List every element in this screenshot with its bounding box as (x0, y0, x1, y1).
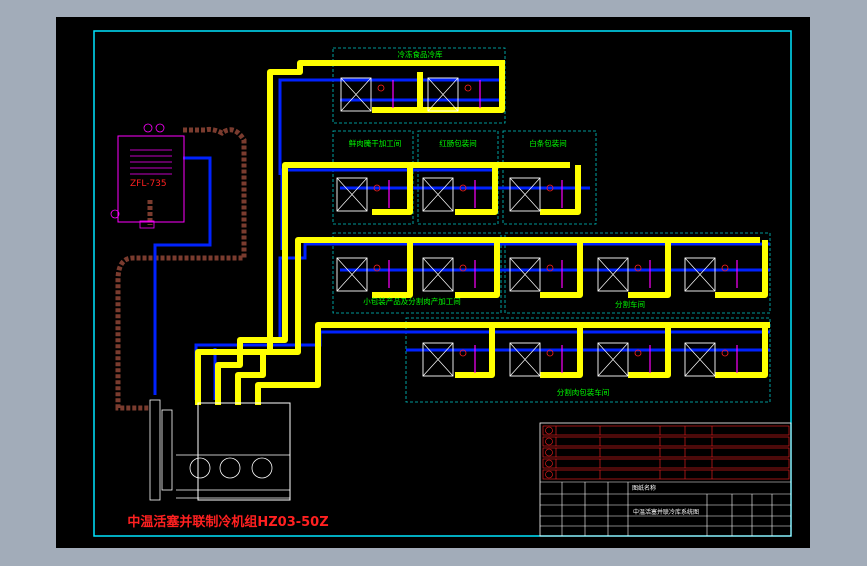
evaporator-unit (422, 342, 476, 377)
evaporator-unit (336, 177, 390, 212)
evaporator-unit (597, 342, 651, 377)
air-cooled-condenser: ZFL-735 (110, 123, 185, 229)
evaporator-group (336, 77, 738, 377)
evaporator-unit (597, 257, 651, 292)
suction-lines (195, 60, 770, 405)
zone-r1 (332, 47, 506, 124)
title-block: 图纸名称 中温活塞并联冷库系统图 (539, 422, 792, 537)
room-label-r2: 鲜肉腌干加工间 (349, 138, 402, 148)
zone-r5 (332, 232, 502, 314)
equipment-list-row (542, 458, 790, 469)
equipment-list-row (542, 425, 790, 436)
equipment-list-row (542, 436, 790, 447)
equipment-list-row (542, 447, 790, 458)
drawing-sheet (56, 17, 810, 548)
evaporator-unit (684, 342, 738, 377)
evaporator-unit (509, 342, 563, 377)
evaporator-unit (336, 257, 390, 292)
evaporator-unit (422, 177, 476, 212)
room-label-r6: 分割车间 (615, 299, 645, 309)
room-label-r5: 小包装产品及分割肉产加工间 (363, 296, 461, 306)
compressor-rack (149, 399, 291, 501)
evaporator-unit (684, 257, 738, 292)
zone-r6 (504, 232, 771, 314)
room-label-r4: 白条包装间 (529, 138, 567, 148)
evaporator-unit (340, 77, 394, 112)
room-label-r1: 冷冻食品冷库 (398, 49, 443, 59)
evaporator-unit (422, 257, 476, 292)
condenser-model: ZFL-735 (130, 179, 167, 189)
title-block-drawing-name: 中温活塞并联冷库系统图 (633, 508, 699, 516)
zone-r4 (502, 130, 597, 225)
zone-r7 (405, 317, 771, 403)
room-label-r7: 分割肉包装车间 (557, 387, 610, 397)
room-label-r3: 红肠包装间 (439, 138, 477, 148)
evaporator-unit (509, 177, 563, 212)
title-block-header: 图纸名称 (632, 484, 656, 492)
evaporator-unit (509, 257, 563, 292)
evaporator-unit (427, 77, 481, 112)
drawing-title: 中温活塞并联制冷机组HZ03-50Z (127, 514, 328, 530)
equipment-list-row (542, 469, 790, 480)
room-zones (332, 47, 771, 403)
drawing-frame (93, 30, 792, 537)
